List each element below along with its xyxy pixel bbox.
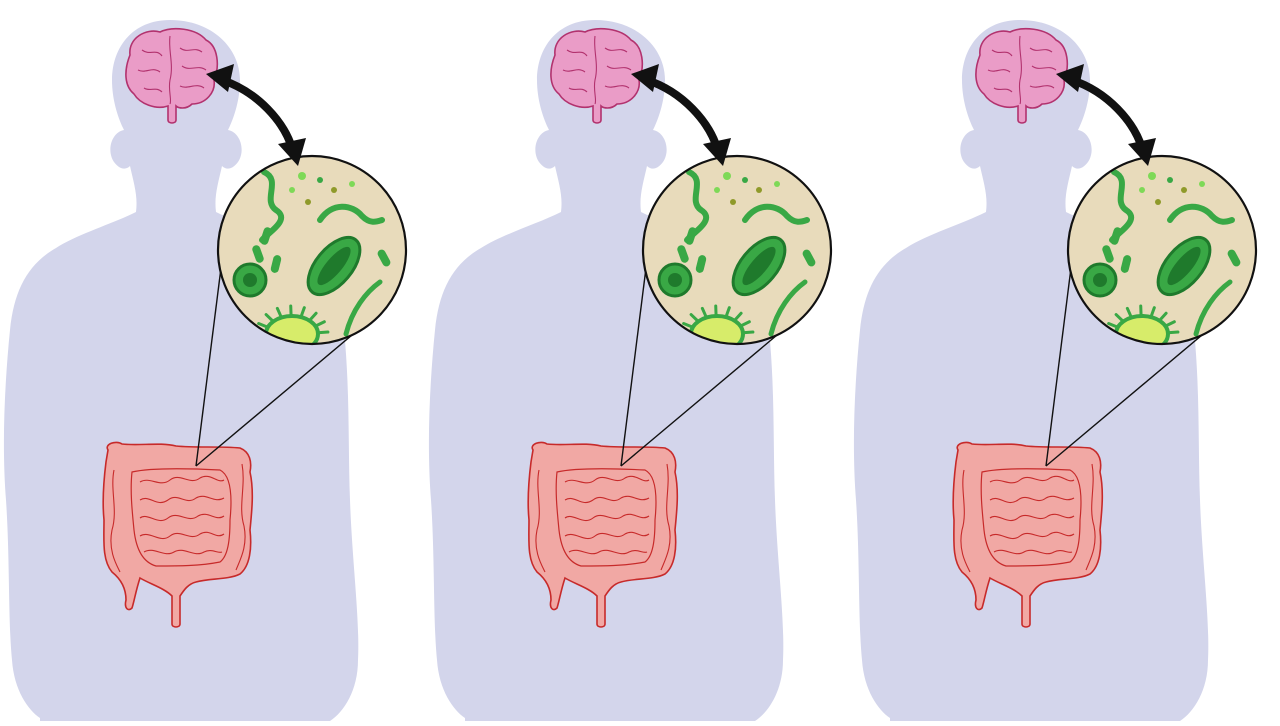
microbe-dot xyxy=(349,181,355,187)
human-silhouette-icon xyxy=(854,20,1208,721)
coccus-core xyxy=(668,273,682,287)
microbe-dot xyxy=(774,181,780,187)
spiky-flagellum xyxy=(318,332,328,333)
coccus-core xyxy=(1093,273,1107,287)
microbe-dot xyxy=(1167,177,1173,183)
microbe-dot xyxy=(756,187,762,193)
microbe-dot xyxy=(1155,199,1161,205)
coccus-core xyxy=(243,273,257,287)
human-silhouette-icon xyxy=(4,20,358,721)
human-silhouette-icon xyxy=(429,20,783,721)
microbe-dot xyxy=(317,177,323,183)
figure-right xyxy=(854,20,1256,721)
microbe-dot xyxy=(305,199,311,205)
microbe-dot xyxy=(723,172,731,180)
microbe-dot xyxy=(1139,187,1145,193)
microbe-dot xyxy=(730,199,736,205)
figure-middle xyxy=(429,20,831,721)
microbe-dot xyxy=(1181,187,1187,193)
microbe-dot xyxy=(289,187,295,193)
microbe-dot xyxy=(742,177,748,183)
microbe-dot xyxy=(298,172,306,180)
microbe-dot xyxy=(1148,172,1156,180)
microbe-dot xyxy=(1199,181,1205,187)
microbe-dot xyxy=(331,187,337,193)
spiky-flagellum xyxy=(1168,332,1178,333)
figure-left xyxy=(4,20,406,721)
microbe-dot xyxy=(714,187,720,193)
spiky-flagellum xyxy=(743,332,753,333)
